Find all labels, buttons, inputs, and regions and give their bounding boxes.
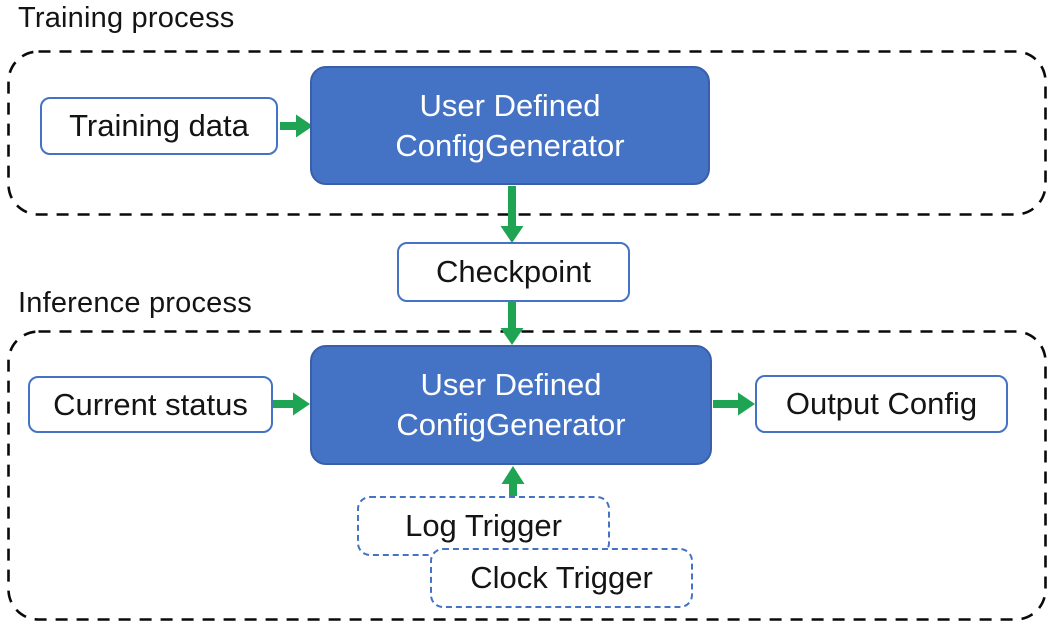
inference-process-outline bbox=[7, 330, 1047, 621]
inference-process-title: Inference process bbox=[18, 287, 252, 319]
arrow-log-trigger-to-generator bbox=[501, 466, 525, 497]
training-config-generator-node: User Defined ConfigGenerator bbox=[310, 66, 710, 185]
arrow-current-status-to-generator bbox=[273, 392, 310, 416]
checkpoint-node: Checkpoint bbox=[397, 242, 630, 302]
arrow-generator-to-output-config bbox=[713, 392, 755, 416]
training-data-node: Training data bbox=[40, 97, 278, 155]
log-trigger-node: Log Trigger bbox=[357, 496, 610, 556]
arrow-checkpoint-to-inference-generator bbox=[500, 302, 524, 345]
clock-trigger-node: Clock Trigger bbox=[430, 548, 693, 608]
arrow-generator-to-checkpoint bbox=[500, 186, 524, 243]
training-process-outline bbox=[7, 50, 1047, 216]
training-process-title: Training process bbox=[18, 2, 235, 34]
output-config-node: Output Config bbox=[755, 375, 1008, 433]
inference-config-generator-node: User Defined ConfigGenerator bbox=[310, 345, 712, 465]
current-status-node: Current status bbox=[28, 376, 273, 433]
arrow-training-data-to-generator bbox=[280, 114, 313, 138]
